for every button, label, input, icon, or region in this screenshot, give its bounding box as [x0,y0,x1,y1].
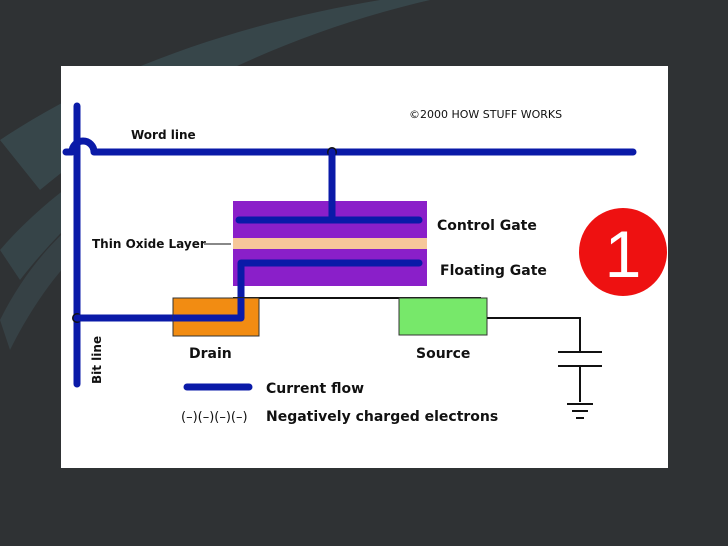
wire-crossover-hump [68,137,98,153]
floating-gate [233,249,427,286]
flash-memory-cell-diagram: ©2000 HOW STUFF WORKS Word line Bit line… [62,102,667,425]
source-region [398,297,488,336]
word-line-label: Word line [131,128,196,142]
legend-electrons-label: Negatively charged electrons [266,409,498,425]
drain-label: Drain [189,346,232,362]
drain-current-wire [173,298,245,322]
floating-gate-label: Floating Gate [440,263,547,279]
copyright-text: ©2000 HOW STUFF WORKS [409,108,562,121]
legend-current-flow-label: Current flow [266,381,364,397]
thin-oxide-layer [233,238,427,249]
step-number-text: 1 [605,217,642,291]
ground-icon [567,403,593,419]
legend-electrons-symbol: (–)(–)(–)(–) [181,410,248,425]
control-gate-current-wire [235,148,423,224]
control-gate-label: Control Gate [437,218,537,234]
thin-oxide-layer-label: Thin Oxide Layer [92,237,206,251]
source-ground-wire [487,317,581,352]
source-label: Source [416,346,470,362]
diagram-panel: ©2000 HOW STUFF WORKS Word line Bit line… [61,66,668,468]
bit-line-label: Bit line [90,336,104,384]
decorative-swoosh [0,80,300,280]
step-number-badge [579,208,667,296]
